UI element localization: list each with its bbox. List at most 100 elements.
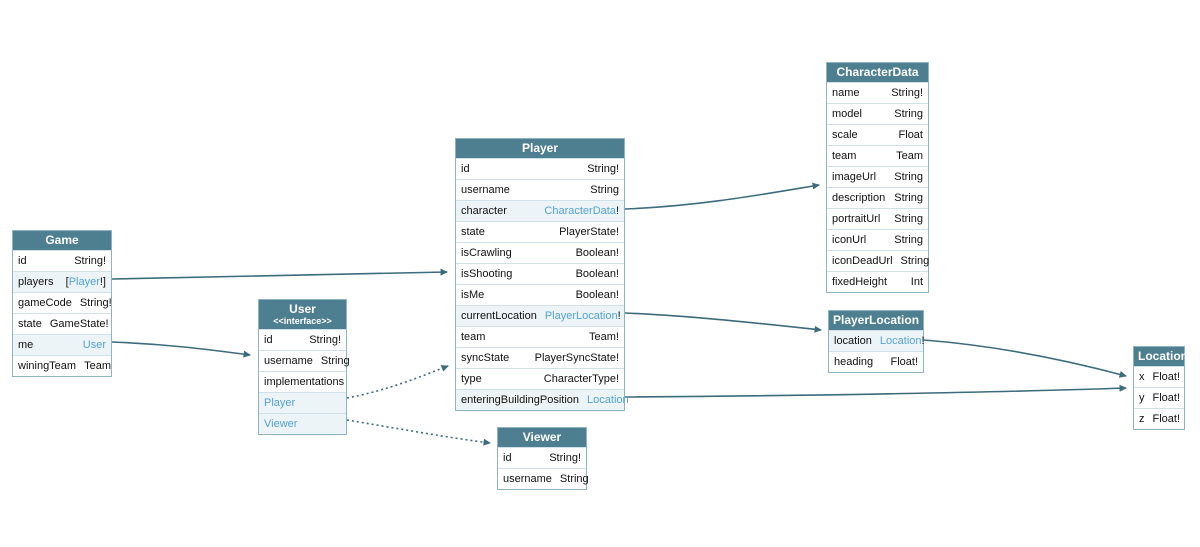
- field-row-user-Player[interactable]: Player: [259, 391, 346, 413]
- field-type: Float!: [1152, 370, 1181, 383]
- type-table-title-characterdata[interactable]: CharacterData: [827, 63, 928, 82]
- field-type: Location!: [879, 334, 925, 347]
- field-type: String!: [74, 254, 106, 267]
- field-name: scale: [832, 128, 858, 141]
- field-row-player-state[interactable]: state PlayerState!: [456, 220, 624, 242]
- field-name: isCrawling: [461, 246, 512, 259]
- field-row-player-currentLocation[interactable]: currentLocation PlayerLocation!: [456, 304, 624, 326]
- type-table-title-viewer[interactable]: Viewer: [498, 428, 586, 447]
- field-name: id: [461, 162, 470, 175]
- field-type: String: [894, 191, 923, 204]
- field-type: PlayerSyncState!: [534, 351, 619, 364]
- field-name: iconUrl: [832, 233, 867, 246]
- field-type: String: [894, 107, 923, 120]
- field-type: String: [590, 183, 619, 196]
- field-row-player-isCrawling[interactable]: isCrawling Boolean!: [456, 241, 624, 263]
- type-table-title-player[interactable]: Player: [456, 139, 624, 158]
- field-row-characterdata-fixedHeight[interactable]: fixedHeight Int: [827, 270, 928, 292]
- type-link-location[interactable]: Location: [587, 393, 629, 406]
- field-name: fixedHeight: [832, 275, 888, 288]
- field-name: imageUrl: [832, 170, 877, 183]
- field-row-characterdata-description[interactable]: description String: [827, 186, 928, 208]
- field-type: [Player!]: [65, 275, 106, 288]
- field-name: Viewer: [264, 417, 298, 430]
- type-link-characterdata[interactable]: CharacterData: [544, 204, 616, 217]
- edge-game-me-to-user: [111, 341, 251, 358]
- field-type: GameState!: [49, 317, 109, 330]
- type-link-player[interactable]: Player: [68, 275, 100, 288]
- field-row-characterdata-model[interactable]: model String: [827, 102, 928, 124]
- field-row-player-syncState[interactable]: syncState PlayerSyncState!: [456, 346, 624, 368]
- field-name: players: [18, 275, 54, 288]
- field-name: winingTeam: [18, 359, 77, 372]
- type-link-user[interactable]: User: [82, 338, 106, 351]
- type-table-title-user[interactable]: User<<interface>>: [259, 300, 346, 329]
- field-row-user-Viewer[interactable]: Viewer: [259, 412, 346, 434]
- field-type: Int: [910, 275, 923, 288]
- field-row-characterdata-scale[interactable]: scale Float: [827, 123, 928, 145]
- type-table-title-playerlocation[interactable]: PlayerLocation: [829, 311, 923, 330]
- field-name: isMe: [461, 288, 485, 301]
- type-link-location[interactable]: Location: [879, 334, 922, 347]
- type-table-title-location[interactable]: Location: [1134, 347, 1188, 366]
- type-table-title-game[interactable]: Game: [13, 231, 111, 250]
- field-name: gameCode: [18, 296, 72, 309]
- field-type: Float!: [1152, 391, 1181, 404]
- field-name: syncState: [461, 351, 510, 364]
- field-name: currentLocation: [461, 309, 537, 322]
- field-type: PlayerState!: [559, 225, 619, 238]
- field-type: Boolean!: [575, 246, 619, 259]
- field-row-game-players[interactable]: players [Player!]: [13, 270, 111, 292]
- field-type: User: [83, 339, 106, 351]
- field-name: state: [461, 225, 485, 238]
- type-link-playerlocation[interactable]: PlayerLocation: [544, 309, 618, 322]
- field-type: String!: [309, 333, 341, 346]
- edge-player-currentlocation-to-playerlocation: [624, 312, 822, 333]
- field-type: Float: [898, 128, 923, 141]
- field-name: model: [832, 107, 862, 120]
- field-type: PlayerLocation!: [544, 309, 621, 322]
- field-name: username: [264, 354, 313, 367]
- field-type: Location: [587, 394, 629, 406]
- field-type: CharacterType!: [543, 372, 619, 385]
- field-name: character: [461, 204, 507, 217]
- edge-user-implementation-player: [346, 365, 449, 399]
- field-name: description: [832, 191, 886, 204]
